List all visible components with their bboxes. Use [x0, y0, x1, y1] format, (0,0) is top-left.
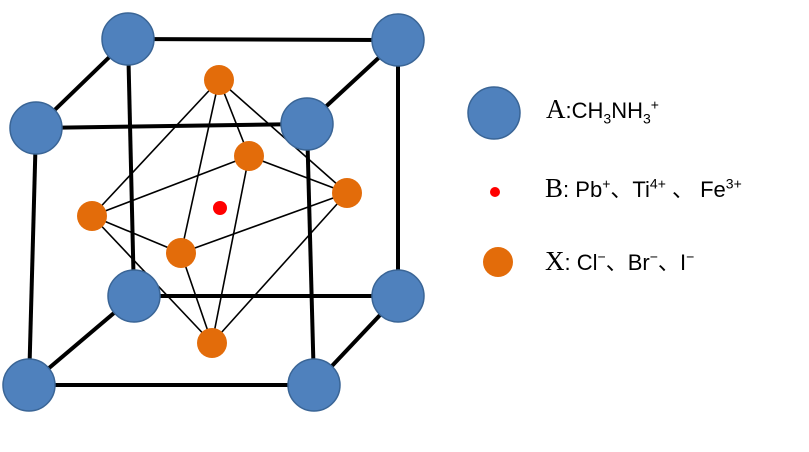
x-site-atom [234, 141, 264, 171]
octahedron-edge [180, 252, 213, 344]
octahedron-edge [180, 79, 220, 254]
octahedron-edge [180, 192, 348, 254]
a-site-atom [280, 97, 334, 151]
a-site-atom [371, 13, 425, 67]
legend-b-ion: Fe [700, 177, 726, 202]
legend-b-ion: Pb [575, 177, 603, 202]
legend-x-ion-charge: − [686, 248, 695, 265]
legend-x-ion-charge: − [597, 248, 606, 265]
legend-b-row: B: Pb+、Ti4+ 、 Fe3+ [545, 175, 742, 202]
legend-b-letter: B [545, 173, 564, 203]
octahedron-edge [91, 79, 220, 217]
legend-b-ion-charge: 3+ [725, 175, 742, 192]
a-site-atoms [2, 12, 425, 412]
legend-a-label: A:CH3NH3+ [546, 94, 659, 127]
legend-a-formula-part: CH [571, 98, 604, 123]
legend-b-separator: : [563, 177, 570, 202]
a-site-atom [371, 269, 425, 323]
a-site-atom [287, 358, 341, 412]
legend-a-formula-subscript: 3 [642, 110, 651, 127]
legend-x-letter: X [545, 246, 565, 276]
a-site-atom [2, 358, 56, 412]
legend-a-formula-subscript: 3 [603, 110, 612, 127]
legend-x-ion: I [679, 250, 687, 275]
x-site-atoms [77, 65, 362, 358]
legend-x-sep: 、 [657, 250, 680, 275]
x-site-atom [166, 238, 196, 268]
cube-edge [127, 37, 399, 42]
x-site-atom [197, 328, 227, 358]
cube-edge [305, 123, 316, 386]
legend-x-sep: 、 [605, 250, 628, 275]
cube-edge [27, 127, 38, 386]
legend-b-sep: 、 [610, 177, 633, 202]
legend-a-row: A:CH3NH3+ [546, 94, 659, 127]
legend-b-sep: 、 [665, 177, 701, 202]
cube-edge [35, 122, 308, 130]
octahedron-edge [218, 79, 348, 194]
legend-a-formula-part: NH [611, 98, 643, 123]
legend-b-symbol [490, 187, 500, 197]
legend-x-row: X: Cl−、Br−、I− [545, 248, 694, 275]
legend-x-ion: Cl [576, 250, 598, 275]
a-site-atom [107, 269, 161, 323]
legend-x-ion: Br [627, 250, 650, 275]
cube-edge [126, 38, 136, 297]
legend-b-ion-charge: + [602, 175, 611, 192]
legend-x-separator: : [564, 250, 571, 275]
octahedron-edge [91, 155, 250, 217]
octahedron-edge [91, 215, 182, 254]
octahedron-edge [211, 192, 348, 344]
legend-b-ion-charge: 4+ [649, 175, 666, 192]
legend-a-separator: : [565, 98, 572, 123]
legend-x-ion-charge: − [649, 248, 658, 265]
b-site-atom [213, 201, 227, 215]
legend-x-symbol [483, 247, 513, 277]
a-site-atom [9, 101, 63, 155]
legend-b-label: B: Pb+、Ti4+ 、 Fe3+ [545, 175, 742, 202]
x-site-atom [332, 178, 362, 208]
octahedron-edge [211, 155, 250, 344]
legend-x-label: X: Cl−、Br−、I− [545, 248, 694, 275]
a-site-atom [101, 12, 155, 66]
x-site-atom [77, 201, 107, 231]
octahedron-edge [248, 155, 348, 194]
legend-a-formula-charge: + [650, 96, 659, 113]
legend-a-letter: A [546, 94, 566, 124]
legend-a-symbol [467, 86, 521, 140]
x-site-atom [204, 65, 234, 95]
legend-b-ion: Ti [632, 177, 650, 202]
